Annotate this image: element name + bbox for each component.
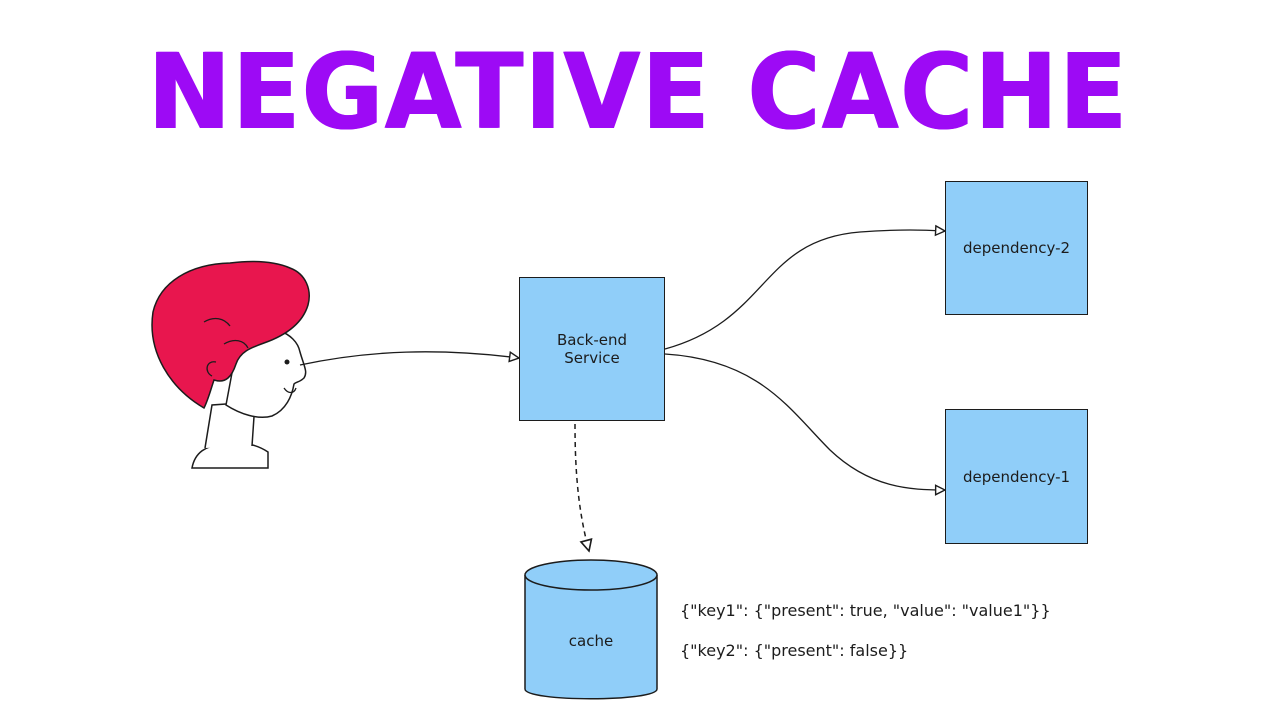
- arrow-service-to-cache: [574, 423, 589, 551]
- dependency-1-node: dependency-1: [945, 409, 1088, 544]
- dependency-2-label: dependency-2: [962, 239, 1071, 257]
- user-avatar: [151, 260, 310, 469]
- hair-strand-1: [203, 317, 231, 327]
- backend-service-node: Back-end Service: [519, 277, 665, 421]
- arrow-service-to-dependency-1: [664, 353, 945, 490]
- user-ear: [206, 361, 217, 377]
- hair-strand-2: [223, 339, 249, 349]
- user-mouth: [283, 387, 297, 394]
- dependency-1-label: dependency-1: [962, 467, 1071, 486]
- user-eye: [284, 359, 290, 365]
- cache-entry-key1: {"key1": {"present": true, "value": "val…: [680, 601, 1051, 620]
- cache-entry-key2: {"key2": {"present": false}}: [680, 641, 909, 660]
- arrow-user-to-service: [299, 352, 519, 366]
- user-hair: [151, 260, 310, 410]
- cache-cylinder: [524, 559, 658, 700]
- cache-label: cache: [568, 632, 614, 650]
- backend-service-label: Back-end Service: [556, 331, 628, 367]
- dependency-2-node: dependency-2: [945, 181, 1088, 315]
- page-title: NEGATIVE CACHE: [148, 31, 1129, 153]
- arrow-service-to-dependency-2: [664, 230, 945, 350]
